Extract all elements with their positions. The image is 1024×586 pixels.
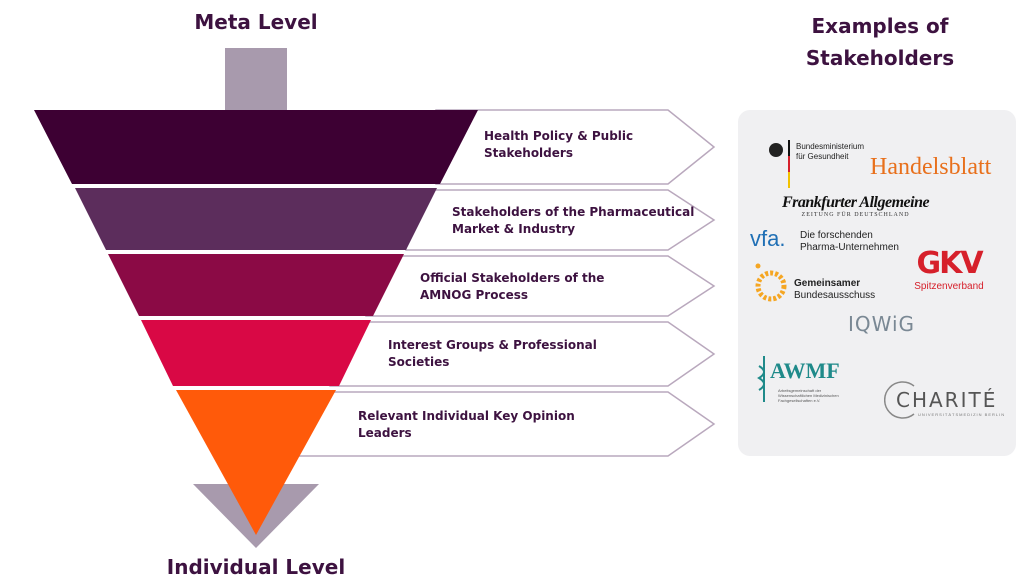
charite-ring-icon <box>884 381 915 419</box>
level-5-label-line2: Leaders <box>358 426 412 440</box>
examples-title: Examples of Stakeholders <box>805 14 955 70</box>
level-3-label-line2: AMNOG Process <box>420 288 528 302</box>
gkv-logo: GKV Spitzenverband <box>912 246 986 292</box>
level-1-label-line2: Stakeholders <box>484 146 573 160</box>
charite-wordmark: CHARITÉ <box>896 388 998 412</box>
level-2-segment <box>75 188 437 250</box>
gkv-wordmark: GKV <box>916 246 983 281</box>
level-4-label-line1: Interest Groups & Professional <box>388 338 597 352</box>
bmg-line2: für Gesundheit <box>796 152 849 161</box>
level-4-label: Interest Groups & Professional Societies <box>388 337 597 371</box>
level-5-label-line1: Relevant Individual Key Opinion <box>358 409 575 423</box>
handelsblatt-logo: Handelsblatt <box>870 154 992 180</box>
individual-level-title: Individual Level <box>166 555 346 579</box>
awmf-subtitle: Arbeitsgemeinschaft der Wissenschaftlich… <box>778 388 839 403</box>
vfa-wordmark: vfa. <box>750 226 786 251</box>
level-5-segment <box>176 390 336 535</box>
vfa-logo: vfa. Die forschenden Pharma-Unternehmen <box>750 226 899 253</box>
level-1-label: Health Policy & Public Stakeholders <box>484 128 633 162</box>
stakeholder-logos-panel: Bundesministerium für Gesundheit Handels… <box>738 110 1016 456</box>
gba-line2: Bundesausschuss <box>794 290 876 301</box>
level-1-label-line1: Health Policy & Public <box>484 129 634 143</box>
staff-of-asclepius-icon <box>757 356 765 402</box>
eagle-flag-icon <box>769 140 790 188</box>
level-3-label: Official Stakeholders of the AMNOG Proce… <box>420 270 604 304</box>
iqwig-logo: IQWiG <box>848 312 916 336</box>
level-3-segment <box>108 254 404 316</box>
level-4-segment <box>141 320 371 386</box>
level-3-label-line1: Official Stakeholders of the <box>420 271 605 285</box>
vfa-line1: Die forschenden <box>800 230 873 241</box>
gkv-subtitle: Spitzenverband <box>914 281 984 292</box>
level-4-label-line2: Societies <box>388 355 450 369</box>
awmf-wordmark: AWMF <box>770 358 840 383</box>
level-5-label: Relevant Individual Key Opinion Leaders <box>358 408 575 442</box>
charite-subtitle: UNIVERSITÄTSMEDIZIN BERLIN <box>918 412 1006 417</box>
level-2-label: Stakeholders of the Pharmaceutical Marke… <box>452 204 694 238</box>
faz-logo: Frankfurter Allgemeine ZEITUNG FÜR DEUTS… <box>782 194 930 218</box>
level-1-segment <box>34 110 478 184</box>
faz-title: Frankfurter Allgemeine <box>782 194 930 211</box>
gba-line1: Gemeinsamer <box>794 278 861 289</box>
faz-subtitle: ZEITUNG FÜR DEUTSCHLAND <box>801 212 910 218</box>
top-arrow-stem <box>225 48 287 110</box>
vfa-line2: Pharma-Unternehmen <box>800 242 899 253</box>
bmg-line1: Bundesministerium <box>796 142 865 151</box>
gba-sun-icon <box>755 263 787 302</box>
level-2-label-line1: Stakeholders of the Pharmaceutical <box>452 205 695 219</box>
level-2-label-line2: Market & Industry <box>452 222 576 236</box>
meta-level-title: Meta Level <box>194 10 318 34</box>
